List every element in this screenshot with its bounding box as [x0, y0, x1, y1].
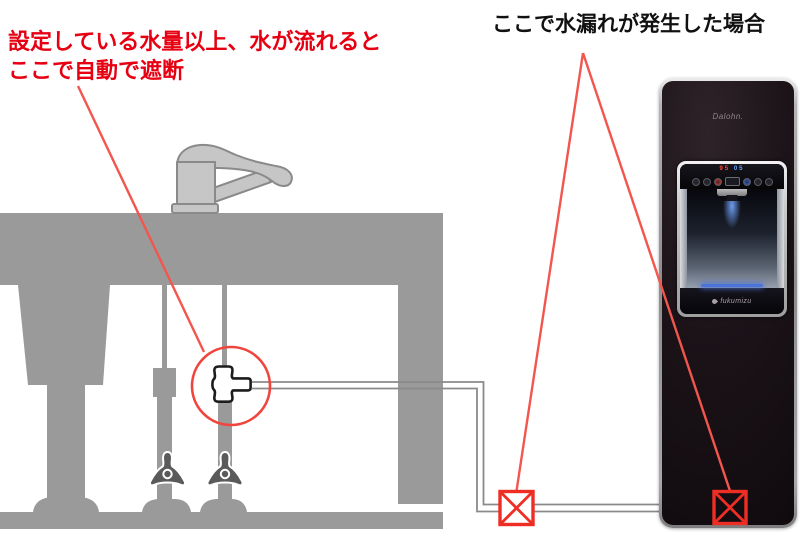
auto-shutoff-note: 設定している水量以上、水が流れると ここで自動で遮断	[8, 27, 381, 85]
drain-floor-mount	[33, 497, 99, 512]
kitchen-faucet-icon	[171, 143, 293, 214]
angle-stop-valve-icon	[206, 450, 244, 487]
tray-light	[701, 284, 763, 287]
supply-pipe-left-lower	[157, 396, 172, 500]
angle-stop-valve-icon	[148, 450, 187, 487]
dispensing-cavity	[680, 189, 784, 288]
brand-logo: Dalohn.	[712, 112, 744, 121]
supply-pipe-right-lower	[218, 401, 232, 500]
brand-leaf-icon	[711, 297, 719, 305]
pipe-fitting-left	[153, 368, 176, 397]
pipe-floor-mount-left	[142, 499, 191, 512]
supply-pipe-left-upper	[162, 285, 167, 370]
hot-water-button-icon	[713, 177, 722, 186]
power-button-icon	[691, 177, 700, 186]
cold-water-button-icon	[742, 177, 751, 186]
cold-temp-value: 05	[733, 166, 745, 172]
countertop	[0, 213, 443, 285]
nozzle-bracket	[717, 189, 747, 196]
auto-shutoff-note-line1: 設定している水量以上、水が流れると	[8, 29, 382, 54]
cabinet-right-wall	[398, 285, 443, 504]
supply-pipe-right-upper	[222, 285, 227, 367]
dispenser-body: Dalohn. 95 05	[662, 81, 794, 525]
panel-button-row	[680, 177, 784, 186]
faucet-base	[171, 203, 219, 214]
eco-button-icon	[753, 177, 762, 186]
water-dispenser: Dalohn. 95 05	[659, 78, 797, 528]
auto-shutoff-valve-icon	[211, 365, 252, 403]
faucet-body	[176, 161, 216, 206]
led-glow	[723, 201, 741, 229]
dispensing-niche: 95 05	[677, 161, 787, 317]
water-supply-tube	[252, 381, 659, 513]
sink-drain-trap	[18, 285, 110, 505]
pipe-floor-mount-right	[200, 499, 247, 512]
control-panel: 95 05	[680, 164, 784, 189]
model-label: fukumizu	[720, 297, 752, 305]
model-label-bar: fukumizu	[680, 288, 784, 314]
auto-shutoff-note-line2: ここで自動で遮断	[8, 58, 185, 83]
temp-screen	[724, 177, 740, 186]
water-nozzle-icon	[726, 195, 738, 203]
dispense-button-icon	[764, 177, 773, 186]
hot-temp-value: 95	[719, 166, 731, 172]
temperature-readout: 95 05	[680, 166, 784, 172]
mode-button-icon	[702, 177, 711, 186]
cabinet-floor	[0, 512, 443, 529]
shutoff-valves	[148, 450, 244, 487]
leak-note: ここで水漏れが発生した場合	[492, 13, 765, 36]
